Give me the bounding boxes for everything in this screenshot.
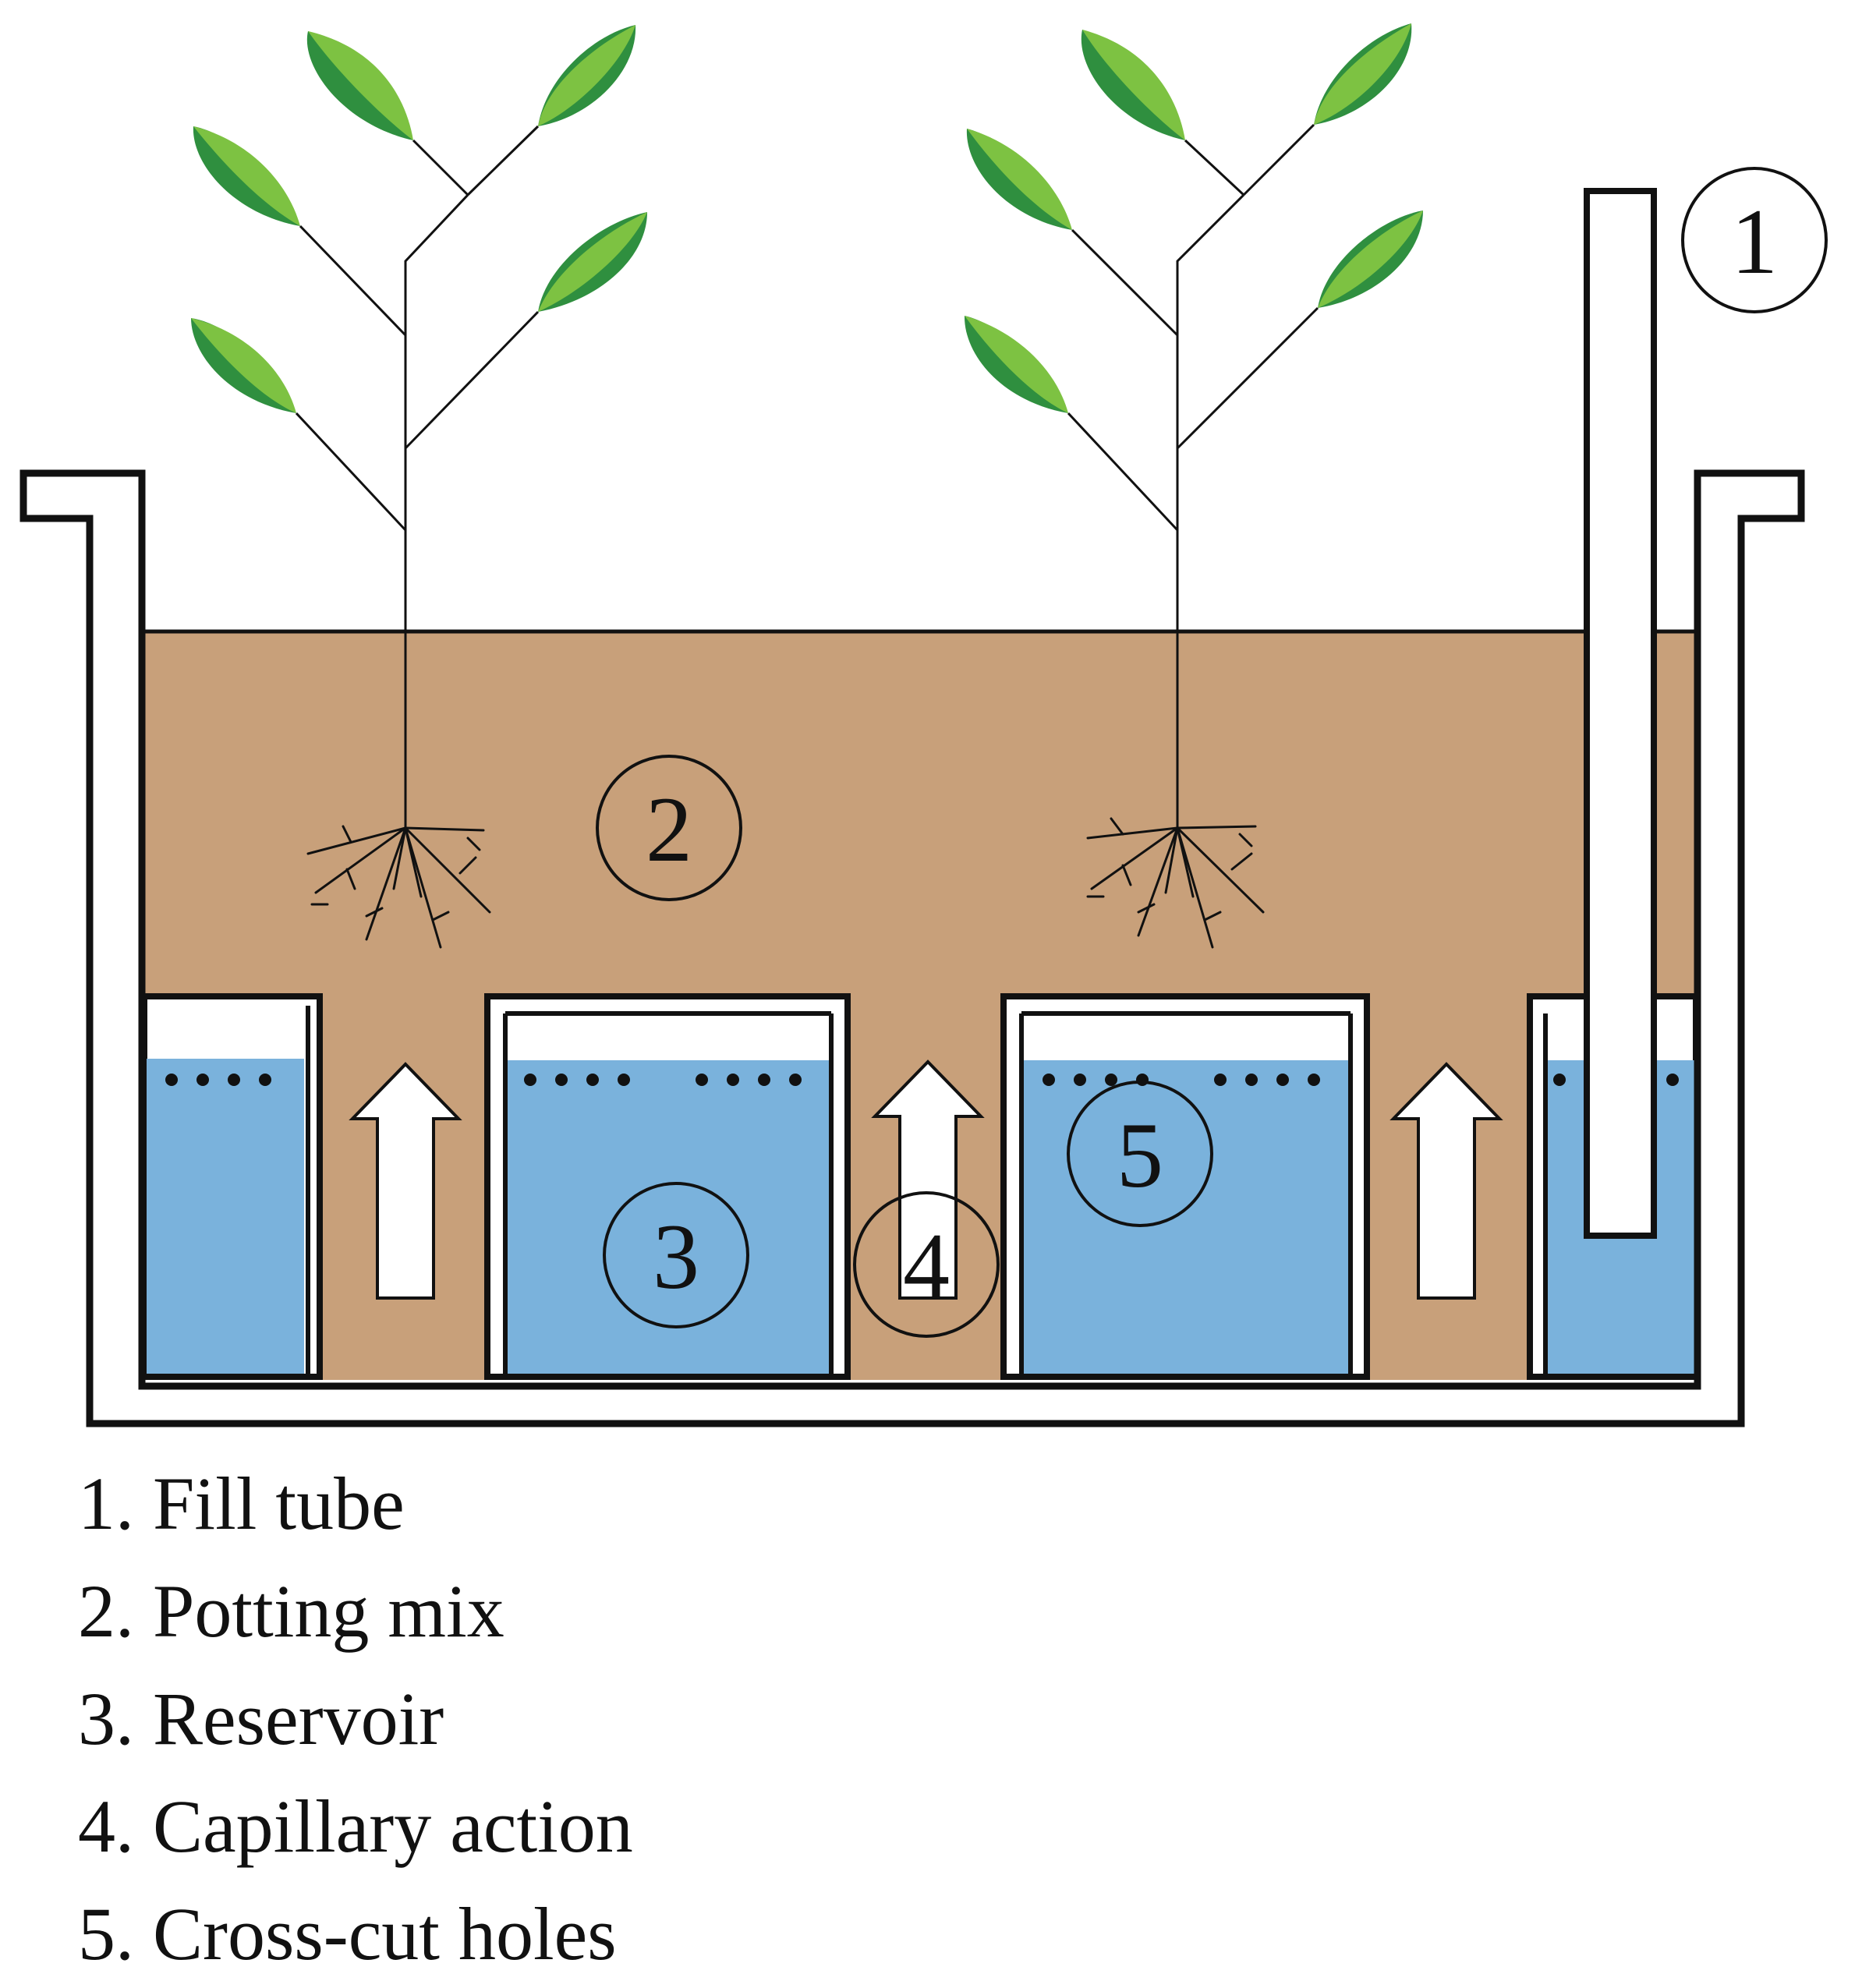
legend-item-cross-cut-holes: 5. Cross-cut holes (78, 1892, 617, 1976)
legend-item-reservoir: 3. Reservoir (78, 1677, 444, 1760)
container-outer-wall (19, 469, 1805, 1427)
legend-item-fill-tube: 1. Fill tube (78, 1462, 405, 1545)
reservoir-center-right (1000, 993, 1370, 1380)
up-arrow-icon (871, 1059, 985, 1300)
callout-reservoir: 3 (603, 1182, 749, 1328)
callout-capillary-action: 4 (853, 1191, 1000, 1338)
callout-potting-mix: 2 (596, 755, 742, 901)
callout-fill-tube: 1 (1681, 167, 1828, 313)
plant-icon (964, 23, 1423, 949)
cross-cut-holes (165, 1074, 1679, 1086)
up-arrow-icon (1389, 1062, 1503, 1300)
svg-text:5: 5 (1117, 1103, 1163, 1207)
fill-tube (1584, 188, 1657, 1239)
plant-icon (191, 25, 647, 949)
svg-text:1: 1 (1731, 189, 1778, 293)
reservoir-left (141, 993, 323, 1380)
svg-text:3: 3 (653, 1204, 699, 1308)
up-arrow-icon (349, 1062, 462, 1300)
reservoir-center-left (484, 993, 851, 1380)
svg-text:2: 2 (646, 777, 692, 881)
legend-item-potting-mix: 2. Potting mix (78, 1569, 504, 1653)
callout-cross-cut-holes: 5 (1067, 1081, 1213, 1227)
svg-text:4: 4 (903, 1214, 950, 1318)
legend-item-capillary-action: 4. Capillary action (78, 1785, 633, 1868)
self-watering-container-diagram: 1 2 3 4 5 (19, 23, 1828, 1427)
legend: 1. Fill tube 2. Potting mix 3. Reservoir… (78, 1450, 633, 1988)
